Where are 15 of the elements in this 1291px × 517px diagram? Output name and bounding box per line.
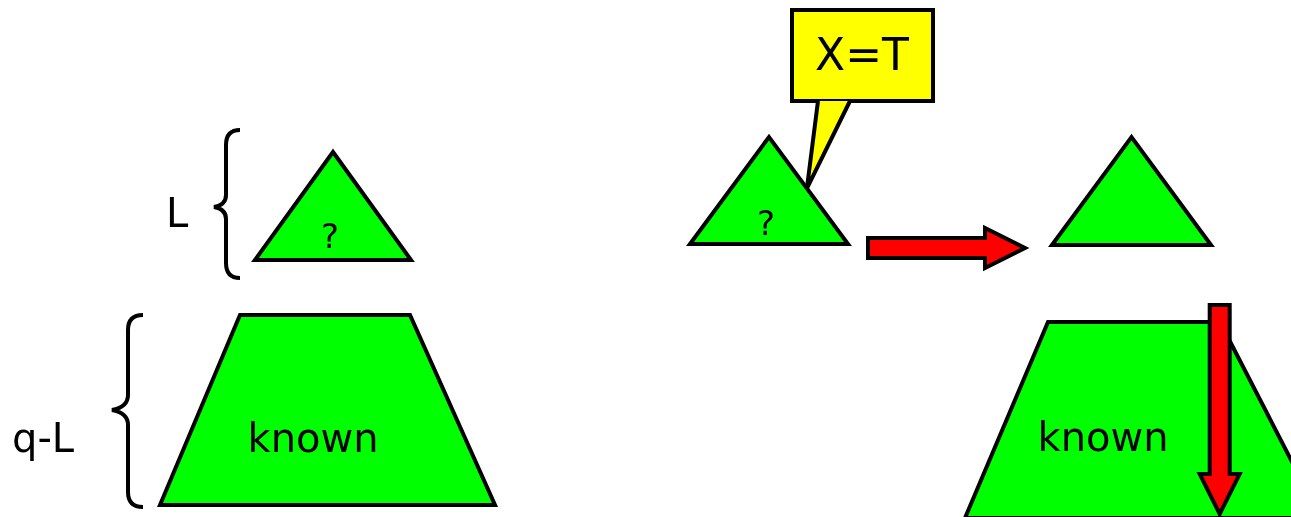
shape-label: known bbox=[247, 418, 379, 458]
triangle-shape bbox=[688, 135, 850, 246]
callout-pointer bbox=[804, 99, 852, 191]
callout-box bbox=[790, 8, 935, 103]
shape-label: known bbox=[1037, 417, 1169, 457]
arrow bbox=[866, 224, 1030, 272]
callout-text: X=T bbox=[815, 33, 909, 77]
shape-label: ? bbox=[321, 219, 339, 253]
dimension-label: L bbox=[166, 193, 189, 233]
shape-label: ? bbox=[757, 206, 775, 240]
triangle-shape bbox=[253, 150, 413, 262]
trapezoid-shape bbox=[963, 320, 1291, 517]
arrow bbox=[1196, 303, 1243, 517]
triangle-shape bbox=[1050, 135, 1213, 247]
trapezoid-shape bbox=[158, 313, 497, 507]
